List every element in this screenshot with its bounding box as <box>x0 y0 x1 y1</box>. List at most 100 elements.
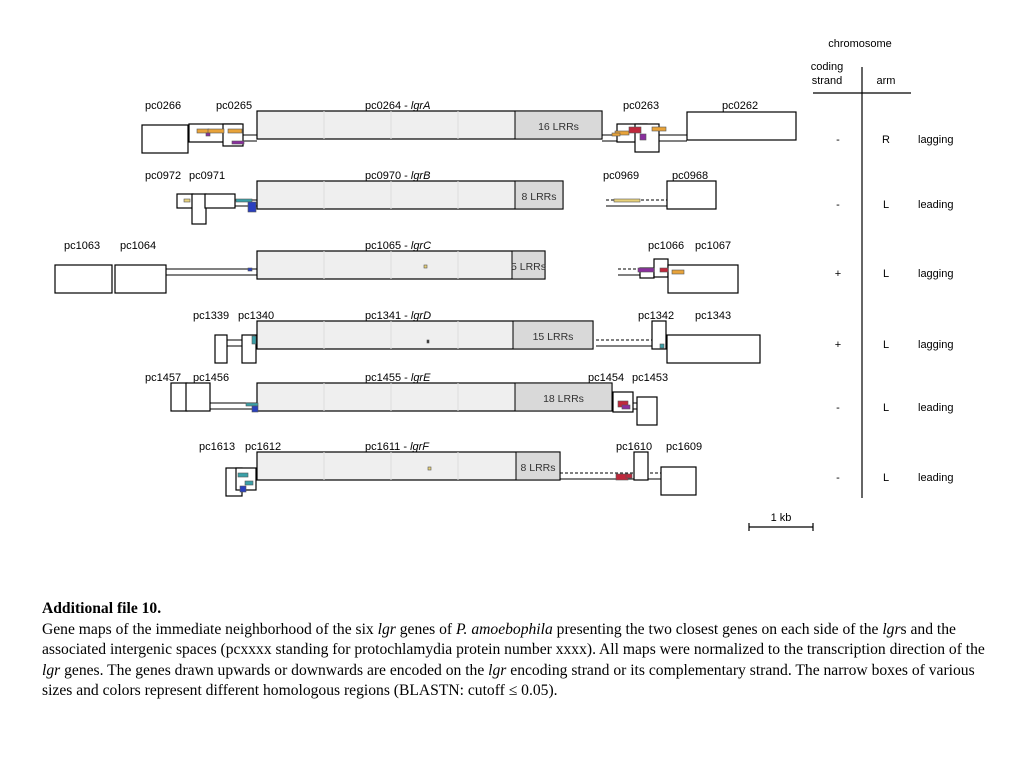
homology-region <box>235 198 253 203</box>
neighbor-gene <box>54 264 113 294</box>
header-coding: coding <box>811 61 843 73</box>
homology-region <box>244 480 254 486</box>
caption-segment: lgr <box>488 661 507 679</box>
lgr-gene-label: pc1065 - lgrC <box>365 240 431 252</box>
lgr-gene-id: pc1341 - <box>365 310 411 322</box>
caption-segment: encoding strand or its complementary str… <box>42 661 975 700</box>
gene-label: pc0969 <box>603 170 639 182</box>
homology-region <box>621 404 631 410</box>
neighbor-gene <box>666 334 761 364</box>
neighbor-gene <box>660 466 697 496</box>
homology-region <box>426 339 430 344</box>
arm-value: L <box>883 199 889 211</box>
gene-label: pc1453 <box>632 372 668 384</box>
gene-label: pc1063 <box>64 240 100 252</box>
gene-label: pc0971 <box>189 170 225 182</box>
lgr-gene-id: pc0264 - <box>365 100 411 112</box>
lgr-gene <box>256 250 546 280</box>
caption-segment: lgr <box>42 661 61 679</box>
caption-title: Additional file 10. <box>42 600 162 617</box>
arm-value: L <box>883 339 889 351</box>
caption-segment: lgr <box>377 620 396 638</box>
lgr-gene-label: pc1455 - lgrE <box>365 372 431 384</box>
lgr-gene-name: lgrD <box>411 310 431 322</box>
header-chromosome: chromosome <box>828 38 892 50</box>
homology-region <box>637 267 655 273</box>
caption-segment: s and the associated intergenic spaces (… <box>42 620 985 659</box>
lgr-gene-name: lgrB <box>411 170 431 182</box>
lrr-region <box>515 451 561 481</box>
homology-region <box>423 264 428 269</box>
homology-region <box>659 267 669 273</box>
lrr-count-label: 18 LRRs <box>543 393 584 405</box>
homology-region <box>231 140 245 145</box>
neighbor-gene <box>204 193 236 209</box>
homology-region <box>207 128 225 134</box>
caption-segment: genes of <box>395 620 457 638</box>
arm-value: L <box>883 268 889 280</box>
gene-label: pc1066 <box>648 240 684 252</box>
neighbor-gene <box>114 264 167 294</box>
gene-label: pc1343 <box>695 310 731 322</box>
lgr-gene-name: lgrE <box>411 372 431 384</box>
replication-direction: leading <box>918 402 953 414</box>
scale-bar: 1 kb <box>748 512 814 531</box>
lgr-gene-label: pc0970 - lgrB <box>365 170 430 182</box>
homology-region <box>237 472 249 478</box>
header-strand: strand <box>812 75 843 87</box>
lrr-region <box>511 250 546 280</box>
homology-region <box>183 198 191 203</box>
gene-label: pc0968 <box>672 170 708 182</box>
replication-direction: lagging <box>918 134 953 146</box>
lgr-gene-id: pc1065 - <box>365 240 411 252</box>
gene-label: pc1339 <box>193 310 229 322</box>
lgr-gene-name: lgrF <box>410 441 430 453</box>
replication-direction: lagging <box>918 268 953 280</box>
lgr-gene-name: lgrC <box>411 240 431 252</box>
homology-region <box>427 466 432 471</box>
lgr-gene <box>256 180 564 210</box>
lrr-count-label: 16 LRRs <box>538 121 579 133</box>
lrr-count-label: 5 LRRs <box>511 261 546 273</box>
homology-region <box>671 269 685 275</box>
lgr-gene-id: pc1455 - <box>365 372 411 384</box>
lrr-count-label: 15 LRRs <box>533 331 574 343</box>
gene-label: pc0263 <box>623 100 659 112</box>
lgr-gene-id: pc1611 - <box>365 441 410 453</box>
caption-body: Gene maps of the immediate neighborhood … <box>42 621 985 700</box>
replication-direction: leading <box>918 199 953 211</box>
neighbor-gene <box>667 264 739 294</box>
coding-strand-value: - <box>836 134 840 146</box>
lgr-gene-label: pc0264 - lgrA <box>365 100 430 112</box>
gene-label: pc1610 <box>616 441 652 453</box>
homology-region <box>659 343 665 349</box>
neighbor-gene <box>686 111 797 141</box>
lrr-count-label: 8 LRRs <box>521 191 556 203</box>
lgr-gene-label: pc1611 - lgrF <box>365 441 430 453</box>
coding-strand-value: + <box>835 339 841 351</box>
gene-label: pc1456 <box>193 372 229 384</box>
replication-direction: leading <box>918 472 953 484</box>
homology-region <box>227 128 243 134</box>
neighbor-gene <box>170 382 188 412</box>
coding-strand-value: + <box>835 268 841 280</box>
coding-strand-value: - <box>836 472 840 484</box>
neighbor-gene <box>633 451 649 481</box>
gene-label: pc1067 <box>695 240 731 252</box>
homology-region <box>247 267 253 272</box>
lrr-region <box>514 382 613 412</box>
lgr-gene-name: lgrA <box>411 100 431 112</box>
homology-region <box>239 485 247 493</box>
caption-segment: presenting the two closest genes on each… <box>552 620 883 638</box>
lrr-region <box>512 320 594 350</box>
homology-region <box>613 198 641 203</box>
gene-label: pc1609 <box>666 441 702 453</box>
scale-bar-label: 1 kb <box>771 512 792 524</box>
